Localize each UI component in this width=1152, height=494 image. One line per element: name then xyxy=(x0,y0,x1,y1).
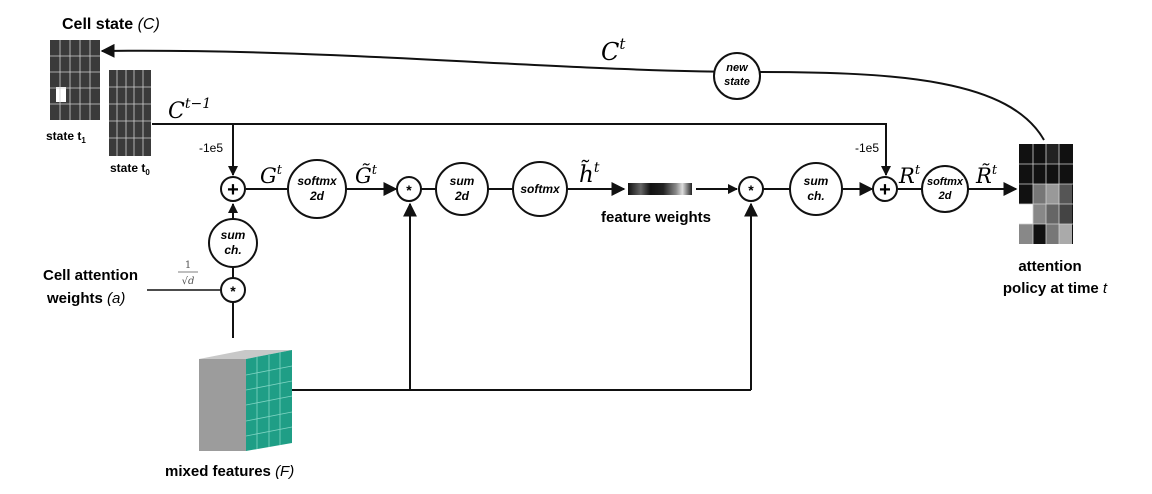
attention-policy-label-line2: policy at time t xyxy=(1003,280,1108,297)
mult-node-scale: * xyxy=(220,277,246,303)
svg-text:*: * xyxy=(748,182,754,198)
r-label: Rt xyxy=(898,163,921,188)
neg-1e5-right: -1e5 xyxy=(855,141,879,155)
c-t-label: Ct xyxy=(601,35,626,66)
plus-node-left: + xyxy=(220,176,246,202)
feature-weights-bar xyxy=(628,183,692,195)
cell-state-title: Cell state (C) xyxy=(62,16,160,33)
mixed-features-block xyxy=(199,350,293,451)
h-tilde-label: h̃t xyxy=(579,160,600,188)
svg-text:*: * xyxy=(230,283,236,299)
state-t0-label: state t0 xyxy=(110,161,150,177)
c-tm1-line xyxy=(152,123,891,176)
svg-text:sum: sum xyxy=(804,174,829,188)
mult-node-left: * xyxy=(396,176,422,202)
sumch-node-right: sum ch. xyxy=(789,162,843,216)
mixed-features-label: mixed features (F) xyxy=(165,463,294,480)
svg-text:*: * xyxy=(406,182,412,198)
r-tilde-label: R̃t xyxy=(975,163,998,188)
svg-text:2d: 2d xyxy=(309,189,325,203)
g-label: Gt xyxy=(260,163,283,188)
neg-1e5-left: -1e5 xyxy=(199,141,223,155)
new-state-node: new state xyxy=(713,52,761,100)
scale-denominator: √d xyxy=(182,276,195,287)
attention-policy-grid xyxy=(1019,144,1073,244)
svg-text:softmx: softmx xyxy=(520,182,561,196)
c-tm1-label: Ct−1 xyxy=(168,96,211,124)
cell-attention-label-line2: weights (a) xyxy=(46,290,125,307)
mult-node-right: * xyxy=(738,176,764,202)
sumch-node-left: sum ch. xyxy=(208,218,258,268)
sum2d-node: sum 2d xyxy=(435,162,489,216)
c-t-feedback-arrow xyxy=(100,43,1045,141)
scale-numerator: 1 xyxy=(185,260,191,271)
cell-state-t1-grid xyxy=(50,40,100,120)
svg-text:+: + xyxy=(227,179,239,201)
feature-weights-label: feature weights xyxy=(601,209,711,226)
svg-text:sum: sum xyxy=(221,228,246,242)
cell-attention-label: Cell attention xyxy=(43,267,138,284)
g-tilde-label: G̃t xyxy=(355,163,378,188)
svg-text:ch.: ch. xyxy=(807,189,824,203)
svg-text:+: + xyxy=(879,179,891,201)
attention-policy-label: attention xyxy=(1018,258,1081,275)
svg-text:softmx: softmx xyxy=(297,174,338,188)
cell-state-t0-grid xyxy=(109,70,151,156)
svg-text:state: state xyxy=(724,76,750,88)
svg-text:sum: sum xyxy=(450,174,475,188)
state-t1-label: state t1 xyxy=(46,129,86,145)
svg-text:2d: 2d xyxy=(938,190,952,202)
softmx-node: softmx xyxy=(512,161,568,217)
plus-node-right: + xyxy=(872,176,898,202)
svg-text:softmx: softmx xyxy=(927,176,964,188)
svg-text:ch.: ch. xyxy=(224,243,241,257)
softmx2d-node-right: softmx 2d xyxy=(921,165,969,213)
softmx2d-node-left: softmx 2d xyxy=(287,159,347,219)
svg-text:new: new xyxy=(726,62,749,74)
svg-text:2d: 2d xyxy=(454,189,470,203)
